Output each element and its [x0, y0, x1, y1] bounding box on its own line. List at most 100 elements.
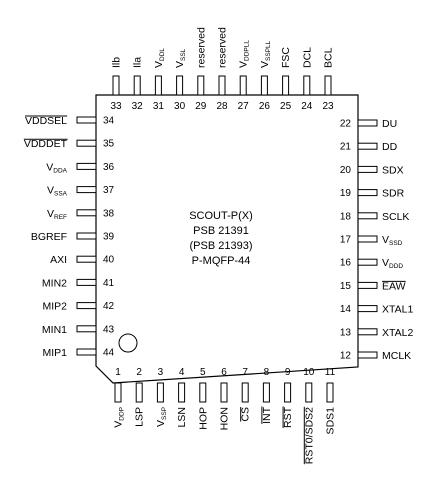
pin1-indicator-dot: [118, 333, 138, 353]
pin-number-38: 38: [103, 208, 115, 219]
pin-label-group-28: reserved: [217, 27, 229, 68]
pin-lead-32: [133, 75, 141, 96]
pin-lead-19: [357, 189, 378, 197]
pin-number-13: 13: [340, 327, 352, 338]
pin-number-32: 32: [132, 101, 144, 112]
pin-label-text: V: [238, 61, 250, 68]
pin-number-11: 11: [325, 367, 336, 378]
pin-lead-12: [357, 351, 378, 359]
pin-label-4: LSN: [176, 407, 188, 427]
pin-label-text: HOP: [197, 407, 209, 430]
pin-lead-34: [76, 116, 97, 124]
pin-label-text: V: [259, 61, 271, 68]
pin-lead-30: [176, 75, 184, 96]
pin-lead-24: [303, 75, 311, 96]
pin-lead-33: [112, 75, 120, 96]
pin-label-group-4: LSN: [176, 407, 188, 427]
pin-number-39: 39: [103, 232, 115, 243]
pin-lead-43: [76, 325, 97, 333]
pin-number-18: 18: [340, 211, 352, 222]
pin-lead-4: [178, 382, 186, 403]
pin-label-group-9: RST: [282, 406, 294, 428]
pin-lead-29: [197, 75, 205, 96]
pin-label-39: BGREF: [31, 231, 67, 243]
pin-lead-23: [324, 75, 332, 96]
pin-lead-44: [76, 348, 97, 356]
pin-label-subscript: DDD: [389, 264, 403, 271]
pin-label-group-27: VDDPLL: [238, 40, 251, 68]
pin-lead-17: [357, 235, 378, 243]
pin-lead-38: [76, 209, 97, 217]
pin-label-group-11: SDS1: [325, 407, 337, 435]
pin-label-32: Ila: [132, 57, 144, 68]
pin-label-group-5: HOP: [197, 407, 209, 430]
pin-label-text: reserved: [195, 27, 207, 68]
pin-label-29: reserved: [195, 27, 207, 68]
pin-label-subscript: REF: [54, 214, 67, 221]
pin-label-text: VDDSEL: [25, 115, 67, 127]
pin-number-15: 15: [340, 281, 352, 292]
pin-number-23: 23: [322, 101, 334, 112]
pin-label-30: VSSL: [174, 48, 187, 68]
pin-label-group-23: BCL: [323, 47, 335, 68]
pin-lead-11: [326, 382, 334, 403]
pin-label-37: VSSA: [47, 185, 68, 198]
pin-number-36: 36: [103, 162, 115, 173]
pin-label-8: INT: [261, 406, 273, 424]
pin-label-25: FSC: [280, 47, 292, 68]
pin-label-text: MIP1: [42, 347, 67, 359]
pin-label-14: XTAL1: [382, 304, 413, 316]
pin-number-31: 31: [153, 101, 165, 112]
pin-lead-41: [76, 278, 97, 286]
pin-number-17: 17: [340, 235, 352, 246]
pin-label-text: INT: [261, 406, 273, 424]
pin-label-40: AXI: [50, 254, 67, 266]
chip-label-line-1: SCOUT-P(X): [189, 210, 253, 222]
pin-lead-21: [357, 142, 378, 150]
pin-label-text: EAW: [382, 280, 406, 292]
pin-number-35: 35: [103, 139, 115, 150]
pin-number-20: 20: [340, 165, 352, 176]
pin-label-text: SDR: [382, 188, 405, 200]
pin-label-subscript: DDL: [159, 48, 166, 61]
pin-lead-22: [357, 119, 378, 127]
pin-number-9: 9: [285, 367, 291, 378]
pin-label-text: V: [47, 208, 54, 220]
pin-label-19: SDR: [382, 188, 405, 200]
pin-lead-16: [357, 258, 378, 266]
pin-lead-5: [199, 382, 207, 403]
pin-lead-8: [262, 382, 270, 403]
pin-label-group-30: VSSL: [174, 48, 187, 68]
pin-number-12: 12: [340, 351, 352, 362]
pin-label-text: SDX: [382, 164, 404, 176]
pin-number-34: 34: [103, 116, 115, 127]
pin-label-20: SDX: [382, 164, 404, 176]
pin-label-text: FSC: [280, 47, 292, 68]
pin-label-group-29: reserved: [195, 27, 207, 68]
pin-label-13: XTAL2: [382, 327, 413, 339]
pin-label-36: VDDA: [46, 161, 67, 174]
pin-lead-40: [76, 255, 97, 263]
pin-label-6: HON: [219, 407, 231, 430]
pin-label-11: SDS1: [325, 407, 337, 435]
pin-label-text: RST: [282, 406, 294, 428]
pin-label-text: LSP: [134, 407, 146, 427]
pin-label-18: SCLK: [382, 211, 409, 223]
pin-number-6: 6: [221, 367, 227, 378]
pin-label-28: reserved: [217, 27, 229, 68]
chip-label-block: SCOUT-P(X) PSB 21391 (PSB 21393) P-MQFP-…: [189, 210, 253, 267]
pin-label-text: LSN: [176, 407, 188, 427]
pin-label-text: V: [47, 185, 54, 197]
pin-label-text: V: [382, 257, 389, 269]
pin-lead-26: [260, 75, 268, 96]
pin-label-38: VREF: [47, 208, 67, 221]
pin-lead-27: [239, 75, 247, 96]
pin-lead-18: [357, 212, 378, 220]
pin-lead-42: [76, 302, 97, 310]
pin-number-19: 19: [340, 188, 352, 199]
pin-label-21: DD: [382, 141, 398, 153]
pin-label-group-3: VSSP: [155, 407, 168, 427]
pin-number-8: 8: [264, 367, 270, 378]
pin-lead-37: [76, 186, 97, 194]
